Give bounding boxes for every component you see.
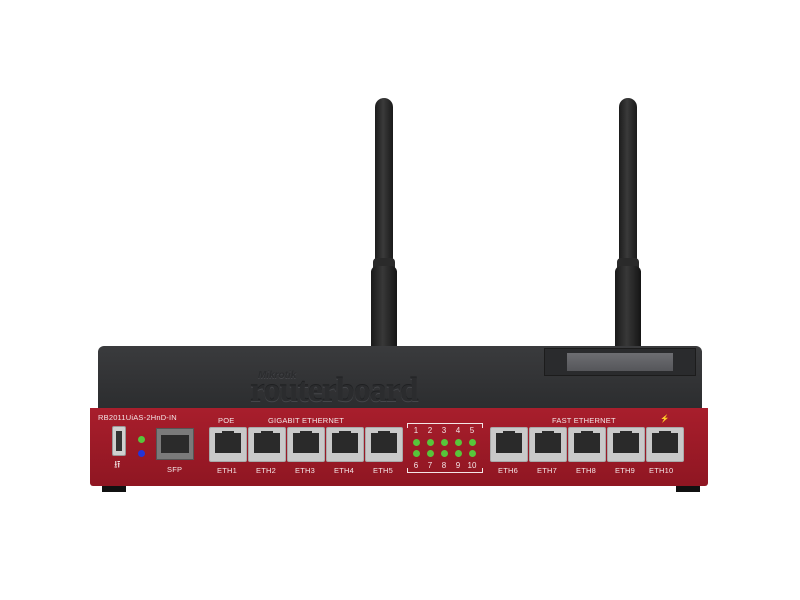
eth9-port bbox=[607, 427, 645, 462]
led-number: 10 bbox=[467, 461, 477, 470]
eth8-label: ETH8 bbox=[576, 466, 596, 475]
led-number: 3 bbox=[441, 426, 447, 435]
model-label: RB2011UiAS-2HnD-IN bbox=[98, 413, 177, 422]
led-number: 9 bbox=[455, 461, 461, 470]
right-foot bbox=[676, 486, 700, 492]
user-led bbox=[138, 450, 145, 457]
left-antenna bbox=[371, 98, 397, 348]
eth2-label: ETH2 bbox=[256, 466, 276, 475]
eth6-port bbox=[490, 427, 528, 462]
status-led bbox=[441, 439, 448, 446]
led-number: 1 bbox=[413, 426, 419, 435]
led-number: 4 bbox=[455, 426, 461, 435]
eth5-label: ETH5 bbox=[373, 466, 393, 475]
poe-out-icon: ⚡ bbox=[660, 414, 670, 423]
eth8-port bbox=[568, 427, 606, 462]
eth2-port bbox=[248, 427, 286, 462]
brand-logo: routerboard bbox=[250, 372, 419, 409]
eth7-port bbox=[529, 427, 567, 462]
gigabit-label: GIGABIT ETHERNET bbox=[268, 416, 344, 425]
eth1-port bbox=[209, 427, 247, 462]
eth10-port bbox=[646, 427, 684, 462]
eth3-label: ETH3 bbox=[295, 466, 315, 475]
led-number: 8 bbox=[441, 461, 447, 470]
status-led bbox=[413, 450, 420, 457]
sfp-port bbox=[156, 428, 194, 460]
eth3-port bbox=[287, 427, 325, 462]
fast-ethernet-label: FAST ETHERNET bbox=[552, 416, 616, 425]
eth7-label: ETH7 bbox=[537, 466, 557, 475]
lcd-display bbox=[544, 348, 696, 376]
led-bracket-top bbox=[407, 423, 483, 428]
led-number: 7 bbox=[427, 461, 433, 470]
usb-port bbox=[112, 426, 126, 456]
led-number: 2 bbox=[427, 426, 433, 435]
eth6-label: ETH6 bbox=[498, 466, 518, 475]
status-led bbox=[455, 439, 462, 446]
usb-icon: ⭿ bbox=[114, 460, 121, 471]
eth1-label: ETH1 bbox=[217, 466, 237, 475]
status-led bbox=[455, 450, 462, 457]
power-led bbox=[138, 436, 145, 443]
status-led bbox=[469, 450, 476, 457]
sfp-label: SFP bbox=[167, 465, 183, 474]
status-led bbox=[427, 450, 434, 457]
left-foot bbox=[102, 486, 126, 492]
led-bracket-bottom bbox=[407, 468, 483, 473]
status-led bbox=[469, 439, 476, 446]
eth5-port bbox=[365, 427, 403, 462]
eth4-label: ETH4 bbox=[334, 466, 354, 475]
status-led bbox=[441, 450, 448, 457]
brand-small-text: Mikrotik bbox=[258, 370, 297, 381]
status-led bbox=[413, 439, 420, 446]
led-number: 5 bbox=[469, 426, 475, 435]
eth10-label: ETH10 bbox=[649, 466, 674, 475]
led-number: 6 bbox=[413, 461, 419, 470]
poe-label: POE bbox=[218, 416, 235, 425]
eth9-label: ETH9 bbox=[615, 466, 635, 475]
right-antenna bbox=[615, 98, 641, 348]
status-led bbox=[427, 439, 434, 446]
eth4-port bbox=[326, 427, 364, 462]
